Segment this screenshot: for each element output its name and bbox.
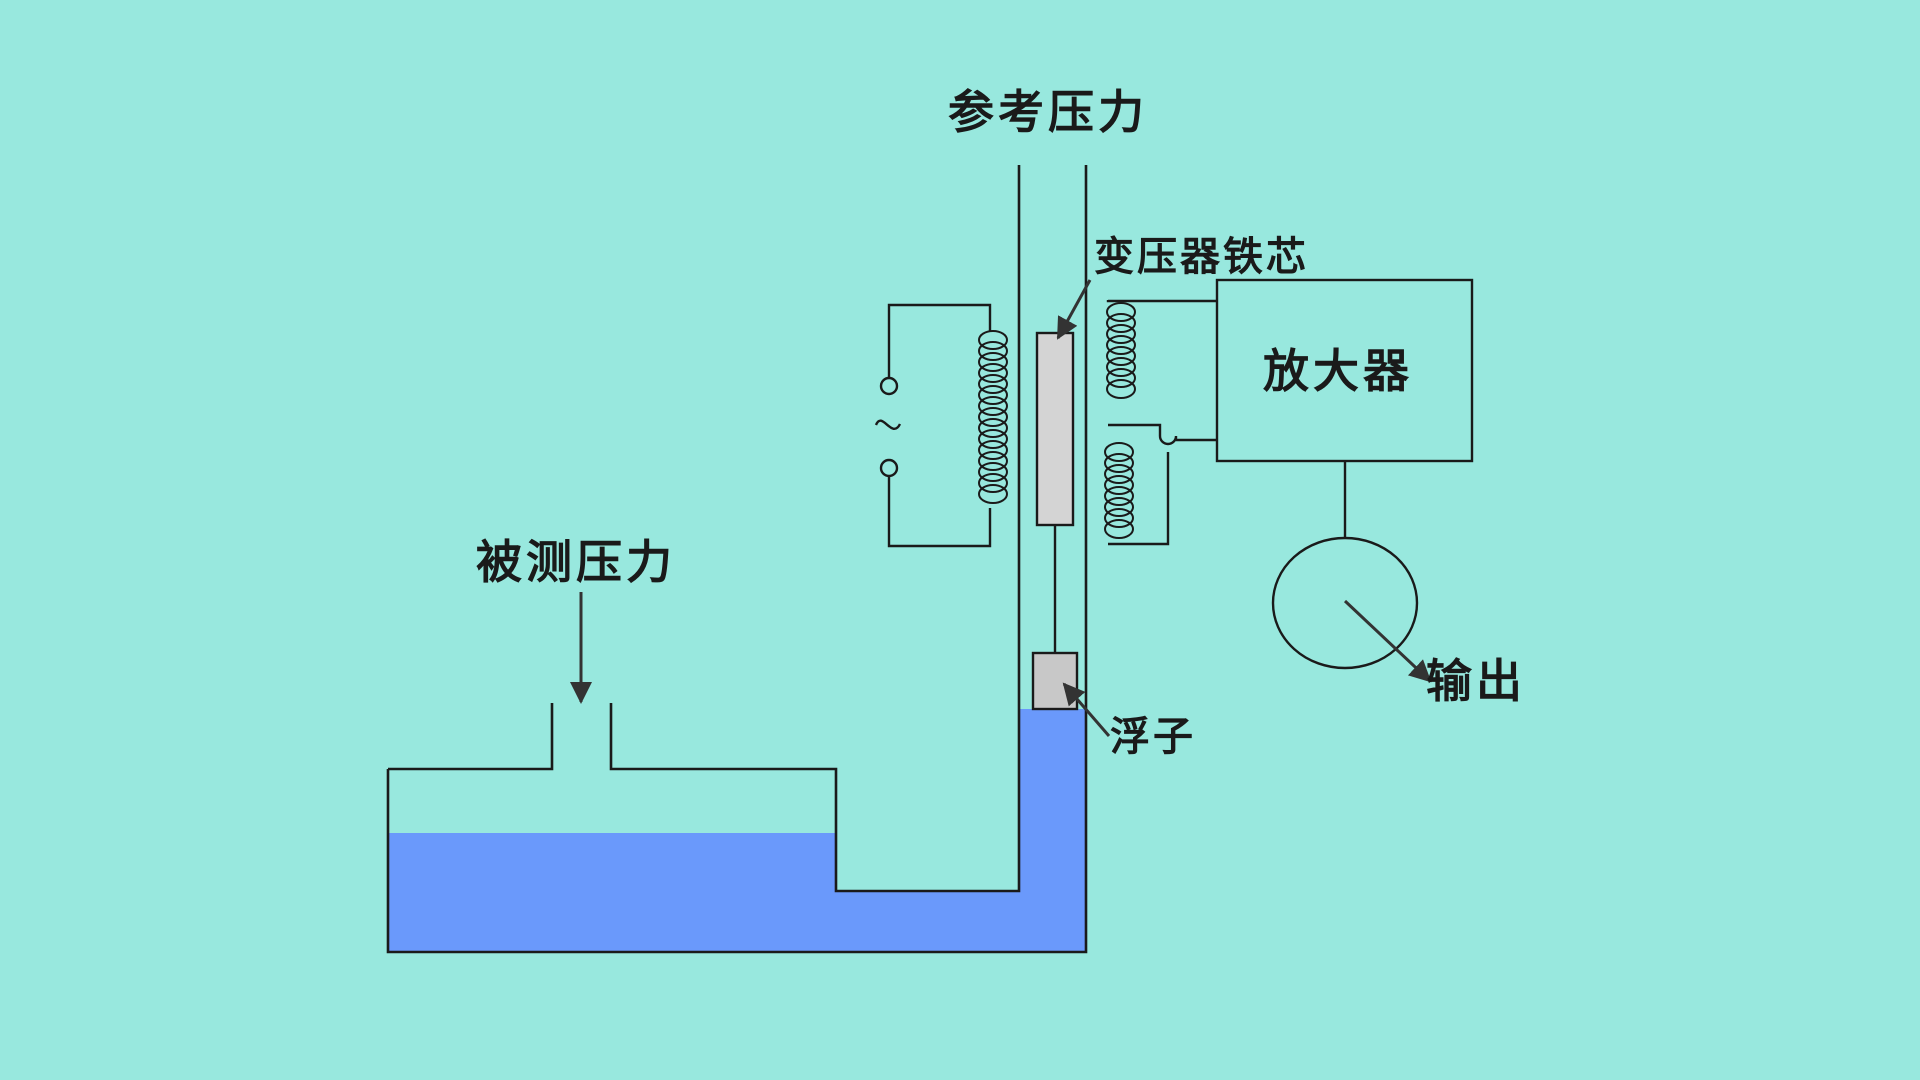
coil-loop [1106, 313, 1136, 333]
secondary-circuit-wire [1106, 299, 1217, 546]
coil-loop [978, 341, 1008, 361]
coil-loop [1104, 453, 1134, 473]
coil-loop [978, 396, 1008, 416]
coil-loop [978, 407, 1008, 427]
ac-terminal-bottom [879, 458, 899, 478]
ac-terminal-top [879, 376, 899, 396]
coil-loop [978, 462, 1008, 482]
coil-loop [978, 429, 1008, 449]
float-label: 浮子 [1110, 714, 1196, 760]
primary-coil [978, 330, 1008, 504]
coil-loop [978, 330, 1008, 350]
measured-pressure-label: 被测压力 [476, 535, 676, 589]
transformer-core-label: 变压器铁芯 [1094, 234, 1309, 280]
coil-loop [1106, 324, 1136, 344]
output-label: 输出 [1426, 654, 1526, 708]
coil-loop [978, 374, 1008, 394]
coil-loop [978, 363, 1008, 383]
reservoir-bottom-outline [386, 165, 1088, 954]
float-label-arrow [1062, 682, 1111, 737]
coil-loop [1104, 442, 1134, 462]
coil-loop [1104, 508, 1134, 528]
coil-loop [978, 418, 1008, 438]
coil-loop [978, 473, 1008, 493]
coil-loop [978, 484, 1008, 504]
coil-loop [1104, 464, 1134, 484]
coil-loop [1106, 335, 1136, 355]
coil-loop [1104, 486, 1134, 506]
secondary-coil-lower [1104, 442, 1134, 539]
coil-loop [978, 385, 1008, 405]
output-meter [1271, 536, 1419, 670]
coil-loop [978, 451, 1008, 471]
ac-source-symbol [874, 419, 902, 431]
coil-loop [1106, 302, 1136, 322]
coil-loop [1106, 379, 1136, 399]
float [1031, 651, 1079, 711]
coil-loop [1106, 368, 1136, 388]
coil-loop [1104, 497, 1134, 517]
coil-loop [1104, 519, 1134, 539]
coil-loop [1106, 357, 1136, 377]
amplifier-label: 放大器 [1263, 344, 1413, 398]
secondary-coil-upper [1106, 302, 1136, 399]
reservoir-outline [388, 165, 1021, 893]
transformer-core [1035, 331, 1075, 527]
core-label-arrow [1056, 279, 1092, 340]
coil-loop [1106, 346, 1136, 366]
coil-loop [1104, 475, 1134, 495]
coil-loop [978, 440, 1008, 460]
output-meter-needle [1343, 599, 1432, 683]
reference-pressure-label: 参考压力 [948, 85, 1148, 139]
primary-circuit-wire [887, 303, 992, 548]
coil-loop [978, 352, 1008, 372]
